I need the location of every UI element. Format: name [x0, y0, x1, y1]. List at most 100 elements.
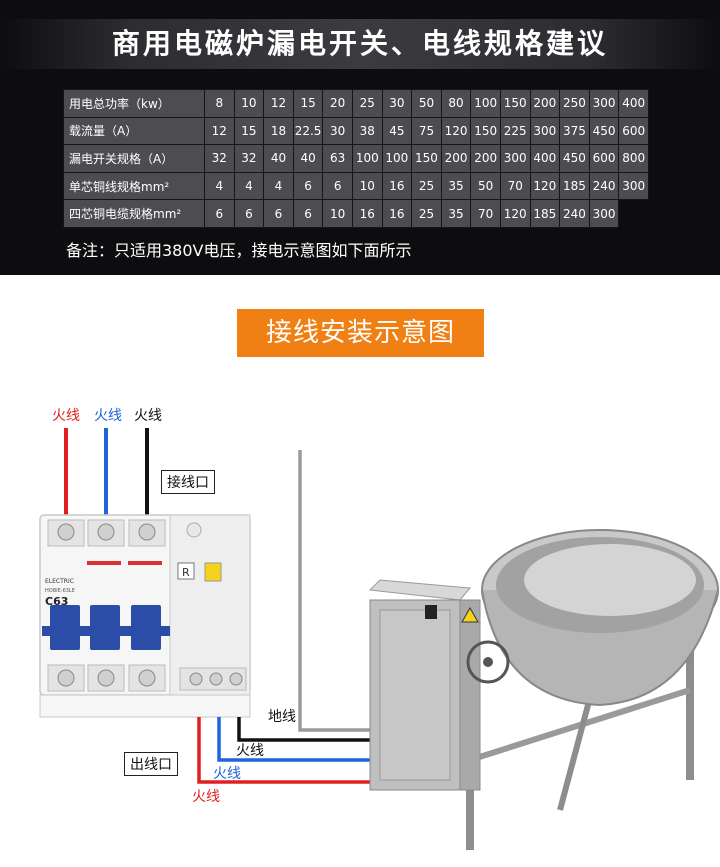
spec-cell: 30: [322, 116, 353, 146]
spec-cell: 22.5: [292, 116, 324, 146]
spec-cell: 6: [292, 171, 324, 201]
spec-cell: 300: [618, 171, 649, 201]
spec-cell: 70: [499, 171, 531, 201]
spec-cell: 50: [470, 171, 501, 201]
spec-cell: 4: [233, 171, 265, 201]
test-button-r: R: [182, 566, 190, 579]
spec-cell: 100: [470, 89, 501, 118]
live-wire-label-black-bottom: 火线: [236, 743, 264, 759]
spec-cell: 80: [440, 89, 472, 118]
handwheel-icon: [466, 640, 510, 684]
spec-cell: 10: [322, 199, 353, 228]
spec-cell: 35: [440, 199, 472, 228]
spec-cell: 6: [233, 199, 265, 228]
spec-cell: 600: [618, 116, 649, 146]
spec-cell: 4: [263, 171, 294, 201]
incoming-wires: [64, 428, 149, 520]
spec-cell: 800: [618, 144, 649, 173]
output-wires: [197, 450, 410, 784]
top-terminals: [47, 519, 202, 547]
spec-cell: 12: [263, 89, 294, 118]
spec-cell: 15: [233, 116, 265, 146]
page-title: 商用电磁炉漏电开关、电线规格建议: [0, 19, 720, 69]
spec-cell: 45: [381, 116, 413, 146]
spec-cell: 35: [440, 171, 472, 201]
spec-cell: 6: [263, 199, 294, 228]
spec-cell: 25: [411, 171, 442, 201]
spec-cell: 32: [233, 144, 265, 173]
spec-cell: 12: [204, 116, 235, 146]
live-wire-label-blue-top: 火线: [94, 408, 122, 424]
breaker-model: HOBIE-63LE: [45, 588, 75, 594]
spec-cell: 400: [529, 144, 561, 173]
spec-cell: 120: [440, 116, 472, 146]
spec-cell: 20: [322, 89, 353, 118]
spec-cell: 120: [529, 171, 561, 201]
spec-cell: 300: [588, 199, 620, 228]
spec-cell: 200: [440, 144, 472, 173]
spec-row-label: 单芯铜线规格mm²: [63, 171, 205, 201]
spec-row-label: 用电总功率（kw）: [63, 89, 205, 118]
note-text: 备注：只适用380V电压，接电示意图如下面所示: [66, 241, 412, 260]
spec-cell: 150: [470, 116, 501, 146]
spec-cell: 120: [499, 199, 531, 228]
spec-cell: 240: [588, 171, 620, 201]
spec-cell: 6: [292, 199, 324, 228]
ground-wire: [298, 450, 375, 732]
spec-cell: 150: [411, 144, 442, 173]
spec-cell: 100: [351, 144, 383, 173]
live-wire-label-black-top: 火线: [134, 408, 162, 424]
leakage-breaker: ELECTRIC HOBIE-63LE C63 R: [39, 514, 251, 718]
spec-cell: 38: [351, 116, 383, 146]
breaker-toggles: [42, 605, 170, 650]
spec-cell: 400: [618, 89, 649, 118]
control-display: [425, 605, 437, 619]
spec-row-label: 四芯铜电缆规格mm²: [63, 199, 205, 228]
spec-cell: 185: [559, 171, 590, 201]
warning-icon: [461, 606, 479, 623]
spec-row-label: 载流量（A）: [63, 116, 205, 146]
spec-cell: 150: [499, 89, 531, 118]
live-wire-label-red-bottom: 火线: [192, 789, 220, 805]
spec-cell: 185: [529, 199, 561, 228]
live-wire-label-blue-bottom: 火线: [213, 766, 241, 782]
spec-cell: 10: [233, 89, 265, 118]
spec-cell: 16: [351, 199, 383, 228]
spec-cell: 25: [351, 89, 383, 118]
spec-cell: 25: [411, 199, 442, 228]
test-button: [204, 562, 222, 582]
bottom-terminals: [47, 664, 247, 692]
spec-cell: 200: [470, 144, 501, 173]
spec-cell: 32: [204, 144, 235, 173]
spec-cell: 100: [381, 144, 413, 173]
spec-cell: 250: [559, 89, 590, 118]
input-port-label: 接线口: [161, 470, 215, 494]
spec-cell: 10: [351, 171, 383, 201]
tilting-pot-machine: [368, 529, 719, 850]
breaker-brand: ELECTRIC: [45, 578, 74, 585]
ground-wire-label: 地线: [268, 709, 296, 725]
output-port-label: 出线口: [124, 752, 178, 776]
breaker-rating: C63: [45, 595, 68, 608]
spec-cell: [618, 199, 649, 228]
spec-cell: 15: [292, 89, 324, 118]
install-diagram-banner: 接线安装示意图: [237, 309, 484, 357]
live-wire-label-red-top: 火线: [52, 408, 80, 424]
spec-cell: 40: [263, 144, 294, 173]
spec-cell: 70: [470, 199, 501, 228]
spec-cell: 450: [588, 116, 620, 146]
spec-cell: 300: [499, 144, 531, 173]
spec-cell: 450: [559, 144, 590, 173]
spec-cell: 300: [588, 89, 620, 118]
spec-cell: 63: [322, 144, 353, 173]
spec-cell: 300: [529, 116, 561, 146]
spec-cell: 225: [499, 116, 531, 146]
